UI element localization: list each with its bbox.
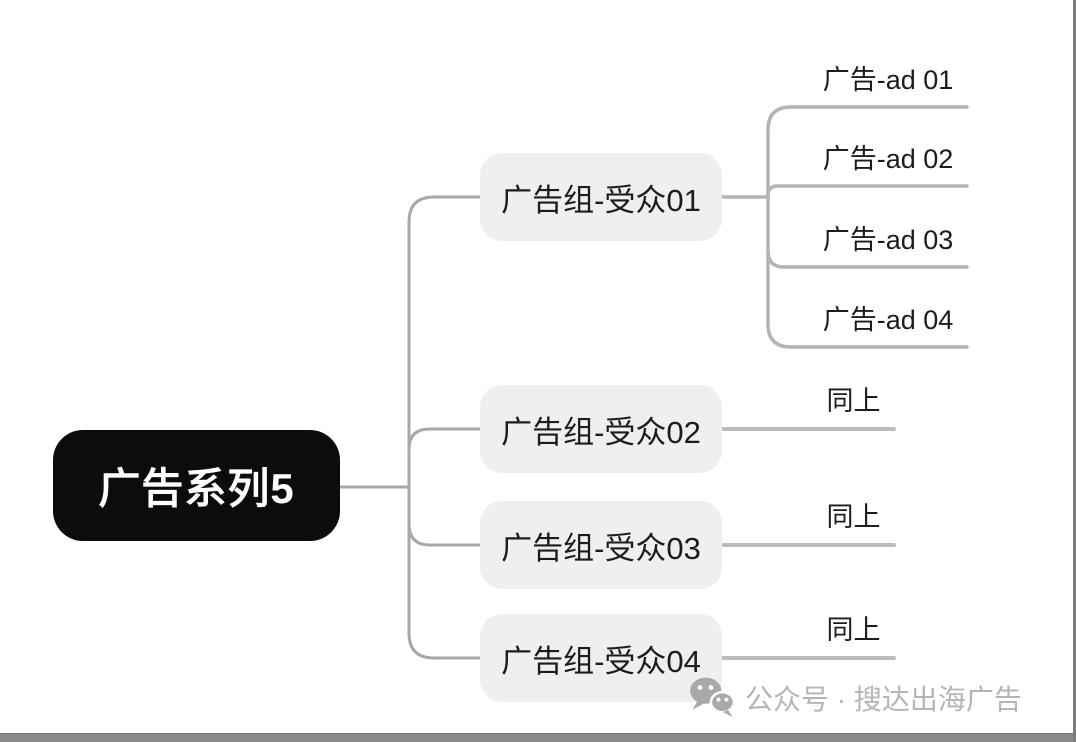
root-branch-lines	[338, 195, 482, 660]
watermark: 公众号 · 搜达出海广告	[689, 677, 1022, 719]
leaf-node-ad-04[interactable]: 广告-ad 04	[822, 305, 954, 335]
bottom-border-bar	[0, 733, 1076, 742]
watermark-text: 公众号 · 搜达出海广告	[745, 684, 1022, 715]
branch-line-topic02	[407, 427, 482, 451]
leaf-node-ad-01[interactable]: 广告-ad 01	[822, 65, 954, 95]
leaf-node-same-04[interactable]: 同上	[826, 615, 881, 645]
leaf-node-ad-03[interactable]: 广告-ad 03	[822, 225, 954, 255]
branch-line-ad02	[766, 184, 969, 197]
wechat-icon	[690, 677, 735, 717]
branch-line-topic03	[407, 522, 482, 547]
leaf-node-same-02[interactable]: 同上	[826, 386, 881, 416]
topic-node-audience-01[interactable]: 广告组-受众01	[480, 153, 722, 241]
topic-node-audience-04[interactable]: 广告组-受众04	[480, 614, 722, 702]
topic-node-audience-03[interactable]: 广告组-受众03	[480, 501, 722, 589]
root-node-campaign[interactable]: 广告系列5	[53, 430, 340, 541]
leaf-node-ad-02[interactable]: 广告-ad 02	[822, 144, 954, 174]
topic-node-audience-02[interactable]: 广告组-受众02	[480, 385, 722, 473]
right-border-line	[1073, 0, 1076, 742]
left-trunk-line	[407, 195, 482, 660]
leaf-node-same-03[interactable]: 同上	[826, 502, 881, 532]
